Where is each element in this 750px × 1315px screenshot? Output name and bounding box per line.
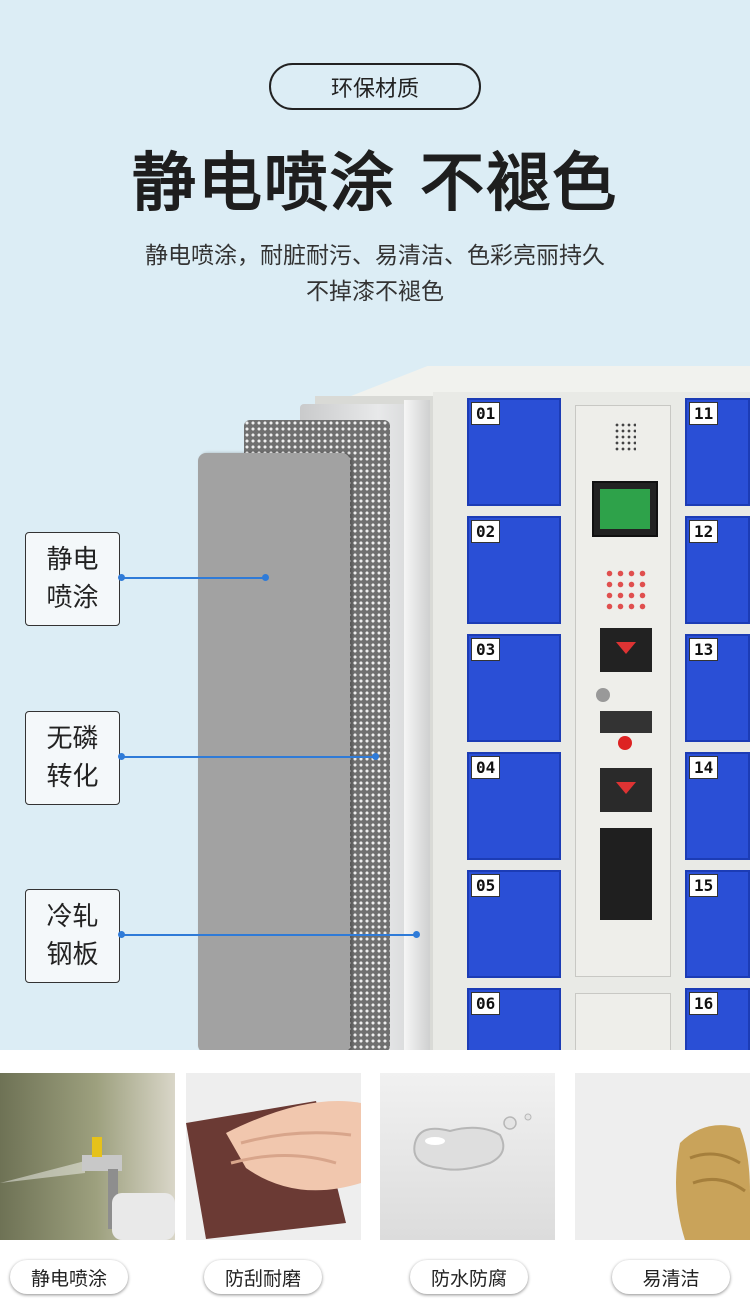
sandpaper-photo <box>186 1073 361 1240</box>
cloth-wipe-photo <box>575 1073 750 1240</box>
locker-number: 14 <box>689 756 719 779</box>
subtitle-line-1: 静电喷涂，耐脏耐污、易清洁、色彩亮丽持久 <box>145 243 605 269</box>
locker-number: 15 <box>689 874 719 897</box>
locker-door: 14 <box>685 752 750 860</box>
locker-number: 02 <box>471 520 501 543</box>
lower-panel <box>575 993 671 1050</box>
layer-label-line: 无磷 <box>46 724 99 754</box>
locker-door: 04 <box>467 752 561 860</box>
material-badge: 环保材质 <box>269 63 481 110</box>
pointer-dot <box>118 931 125 938</box>
feature-caption-scratch: 防刮耐磨 <box>204 1260 322 1294</box>
locker-door: 01 <box>467 398 561 506</box>
locker-number: 13 <box>689 638 719 661</box>
layer-label-line: 喷涂 <box>46 583 99 613</box>
store-sticker <box>600 628 652 672</box>
water-drop-icon <box>413 1113 532 1171</box>
locker-number: 01 <box>471 402 501 425</box>
pointer-line <box>120 577 265 579</box>
locker-number: 16 <box>689 992 719 1015</box>
layer-label-coating: 静电 喷涂 <box>25 532 120 626</box>
layer-label-line: 转化 <box>46 762 99 792</box>
lock-cylinder <box>596 688 610 702</box>
locker-number: 05 <box>471 874 501 897</box>
page-subtitle: 静电喷涂，耐脏耐污、易清洁、色彩亮丽持久 不掉漆不褪色 <box>0 238 750 310</box>
keypad <box>604 568 648 614</box>
steel-plate-edge <box>404 400 430 1050</box>
locker-door: 12 <box>685 516 750 624</box>
page-title: 静电喷涂 不褪色 <box>131 147 619 221</box>
locker-number: 04 <box>471 756 501 779</box>
locker-door: 06 <box>467 988 561 1050</box>
subtitle-line-2: 不掉漆不褪色 <box>306 279 444 305</box>
pointer-dot <box>372 753 379 760</box>
locker-number: 03 <box>471 638 501 661</box>
spray-gun-photo <box>0 1073 175 1240</box>
cloth-icon <box>676 1125 750 1240</box>
layer-label-steel: 冷轧 钢板 <box>25 889 120 983</box>
locker-door: 15 <box>685 870 750 978</box>
electrostatic-coating-layer <box>198 453 350 1050</box>
pointer-line <box>120 934 418 936</box>
speaker-grille <box>614 422 636 452</box>
notice-sticker <box>600 828 652 920</box>
pointer-dot <box>413 931 420 938</box>
locker-number: 11 <box>689 402 719 425</box>
pointer-dot <box>118 574 125 581</box>
feature-caption-waterproof: 防水防腐 <box>410 1260 528 1294</box>
locker-door: 02 <box>467 516 561 624</box>
locker-number: 12 <box>689 520 719 543</box>
feature-caption-spray: 静电喷涂 <box>10 1260 128 1294</box>
layer-label-line: 静电 <box>46 545 99 575</box>
red-button <box>618 736 632 750</box>
control-panel <box>575 405 671 977</box>
cabinet-top <box>351 366 750 396</box>
display-screen <box>592 481 658 537</box>
pointer-line <box>120 756 376 758</box>
retrieve-label <box>600 711 652 733</box>
locker-door: 16 <box>685 988 750 1050</box>
pointer-dot <box>118 753 125 760</box>
layer-label-line: 钢板 <box>46 940 99 970</box>
spray-gun-icon <box>0 1137 175 1240</box>
retrieve-sticker <box>600 768 652 812</box>
sandpaper-icon <box>186 1101 361 1239</box>
layer-label-line: 冷轧 <box>46 902 99 932</box>
feature-caption-clean: 易清洁 <box>612 1260 730 1294</box>
locker-door: 03 <box>467 634 561 742</box>
pointer-dot <box>262 574 269 581</box>
locker-door: 13 <box>685 634 750 742</box>
locker-number: 06 <box>471 992 501 1015</box>
locker-door: 11 <box>685 398 750 506</box>
hero-section: 环保材质 静电喷涂 不褪色 静电喷涂，耐脏耐污、易清洁、色彩亮丽持久 不掉漆不褪… <box>0 0 750 1050</box>
water-drop-photo <box>380 1073 555 1240</box>
locker-door: 05 <box>467 870 561 978</box>
layer-label-conversion: 无磷 转化 <box>25 711 120 805</box>
